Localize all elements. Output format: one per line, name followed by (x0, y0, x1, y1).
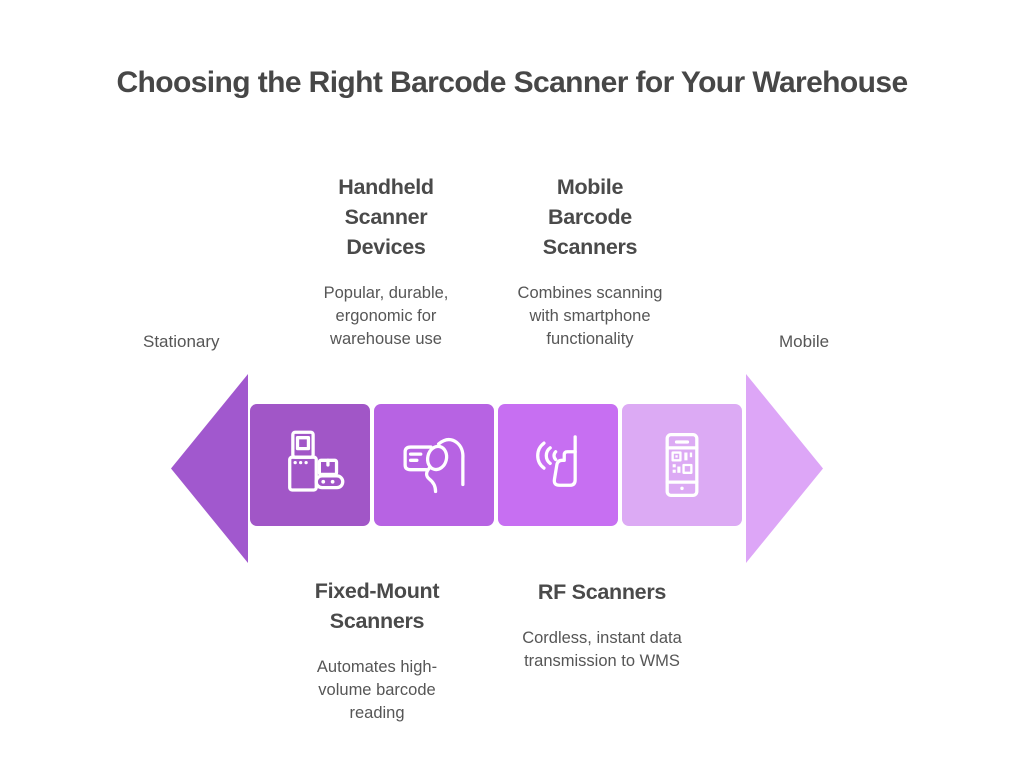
scanner-label-handheld: Handheld Scanner Devices Popular, durabl… (276, 172, 496, 351)
scanner-label-fixed-mount: Fixed-Mount Scanners Automates high-volu… (267, 576, 487, 725)
scanner-description: Automates high-volume barcode reading (316, 658, 438, 722)
scanner-description: Popular, durable, ergonomic for warehous… (323, 284, 449, 348)
scanner-name: Mobile Barcode Scanners (542, 175, 638, 259)
page-title: Choosing the Right Barcode Scanner for Y… (116, 66, 908, 99)
scanner-tile-mobile-barcode (622, 404, 742, 526)
scanner-name: Handheld Scanner Devices (338, 175, 434, 259)
handheld-scanner-icon (403, 438, 465, 494)
scanner-label-rf: RF Scanners Cordless, instant data trans… (492, 577, 712, 673)
scanner-description: Cordless, instant data transmission to W… (522, 629, 682, 670)
scanner-name: Fixed-Mount Scanners (314, 579, 440, 633)
scanner-tile-fixed-mount (250, 404, 370, 526)
scanner-description: Combines scanning with smartphone functi… (517, 284, 663, 348)
arrow-right-head (746, 374, 823, 563)
rf-scanner-icon (536, 435, 577, 487)
arrow-left-head (171, 374, 248, 563)
scanner-name: RF Scanners (537, 580, 667, 604)
fixed-mount-scanner-icon (288, 430, 345, 492)
scanner-tile-handheld (374, 404, 494, 526)
mobile-barcode-scanner-icon (665, 432, 699, 498)
axis-label-mobile: Mobile (779, 332, 830, 351)
scanner-label-mobile-barcode: Mobile Barcode Scanners Combines scannin… (480, 172, 700, 351)
axis-label-stationary: Stationary (143, 332, 220, 351)
scanner-tile-rf (498, 404, 618, 526)
